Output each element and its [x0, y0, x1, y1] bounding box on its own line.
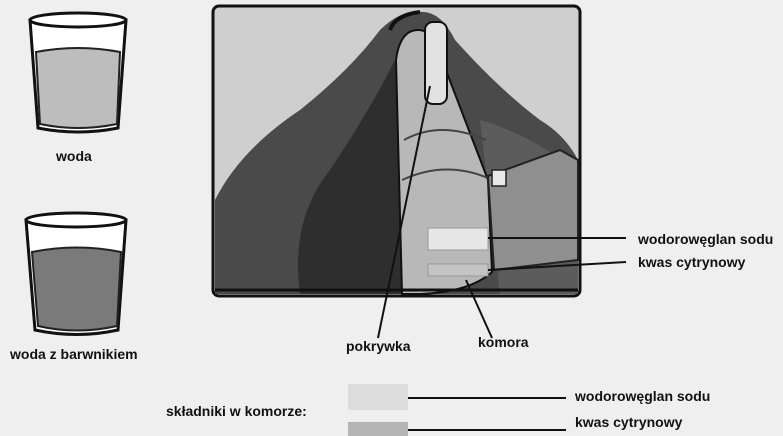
- glass-dyed-water-label: woda z barwnikiem: [10, 346, 138, 362]
- callout-baking-soda: wodorowęglan sodu: [638, 231, 773, 247]
- legend-swatch-citric-acid: [348, 422, 408, 436]
- glass-water-label: woda: [56, 148, 92, 164]
- callout-chamber: komora: [478, 334, 529, 350]
- legend-item-baking-soda: wodorowęglan sodu: [575, 388, 710, 404]
- callout-lid: pokrywka: [346, 338, 411, 354]
- legend-title: składniki w komorze:: [166, 403, 307, 419]
- chamber-baking-soda-swatch: [428, 228, 488, 250]
- legend-item-citric-acid: kwas cytrynowy: [575, 414, 682, 430]
- chamber-citric-acid-swatch: [428, 264, 488, 276]
- glass-dyed-water: [26, 213, 126, 335]
- glass-water: [30, 13, 126, 132]
- dyed-water-fill: [32, 248, 121, 331]
- callout-citric-acid: kwas cytrynowy: [638, 254, 745, 270]
- water-fill: [36, 48, 120, 128]
- legend-swatch-baking-soda: [348, 384, 408, 410]
